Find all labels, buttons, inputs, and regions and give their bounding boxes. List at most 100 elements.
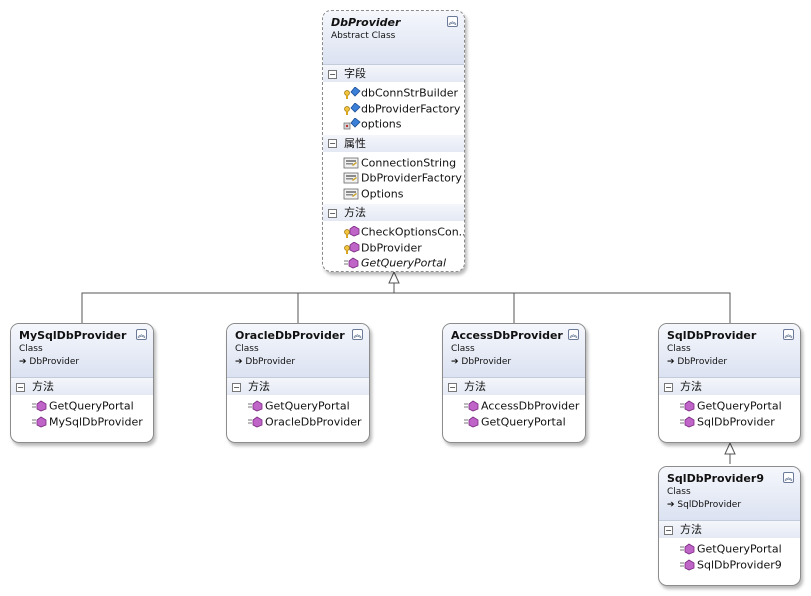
section-header[interactable]: −方法 [659, 521, 800, 538]
inheritance-arrowhead-sql9 [724, 441, 736, 455]
collapse-chevron-icon[interactable]: ︽ [447, 16, 458, 27]
field-lock-icon [343, 101, 361, 115]
field-protected-icon [343, 117, 361, 130]
section-collapse-icon[interactable]: − [16, 382, 25, 392]
member-name: GetQueryPortal [265, 399, 350, 413]
member-item[interactable]: DbProvider [323, 240, 464, 256]
section-header[interactable]: −方法 [11, 378, 153, 395]
class-kind: Class [667, 344, 691, 354]
member-item[interactable]: GetQueryPortal [227, 398, 369, 414]
member-item[interactable]: MySqlDbProvider [11, 414, 153, 430]
member-item[interactable]: ConnectionString [323, 155, 464, 171]
section-header[interactable]: −方法 [443, 378, 585, 395]
member-name: GetQueryPortal [697, 542, 782, 556]
section-collapse-icon[interactable]: − [232, 382, 241, 392]
member-item[interactable]: GetQueryPortal [11, 398, 153, 414]
class-kind: Class [451, 344, 475, 354]
method-abstract-icon [343, 257, 361, 269]
base-class: ➔ DbProvider [667, 357, 792, 367]
method-icon [679, 400, 697, 412]
member-name: MySqlDbProvider [49, 414, 143, 428]
member-name: CheckOptionsCon... [361, 225, 465, 239]
member-name: AccessDbProvider [481, 399, 580, 413]
member-name: ConnectionString [361, 155, 457, 169]
inherits-arrow-icon: ➔ [235, 357, 246, 367]
collapse-chevron-icon[interactable]: ︽ [568, 329, 579, 340]
collapse-chevron-icon[interactable]: ︽ [783, 329, 794, 340]
member-item[interactable]: DbProviderFactory [323, 170, 464, 186]
inherits-arrow-icon: ➔ [451, 357, 462, 367]
collapse-chevron-icon[interactable]: ︽ [136, 329, 147, 340]
member-item[interactable]: CheckOptionsCon... [323, 224, 464, 240]
section-header[interactable]: −字段 [323, 65, 464, 82]
section-collapse-icon[interactable]: − [664, 382, 673, 392]
method-icon [31, 416, 49, 428]
member-item[interactable]: GetQueryPortal [659, 541, 800, 557]
member-item[interactable]: Options [323, 186, 464, 202]
member-item[interactable]: dbProviderFactory [323, 101, 464, 117]
section-title: 属性 [344, 136, 366, 150]
member-item[interactable]: options [323, 116, 464, 132]
section-title: 方法 [680, 523, 702, 536]
member-name: SqlDbProvider [697, 414, 775, 428]
section-title: 方法 [344, 206, 366, 219]
class-name: OracleDbProvider [235, 329, 345, 342]
section-collapse-icon[interactable]: − [328, 139, 337, 148]
property-icon [343, 157, 361, 169]
base-class-name: DbProvider [29, 357, 80, 367]
base-class-name: DbProvider [461, 357, 512, 367]
base-class-name: DbProvider [677, 357, 728, 367]
class-sqldbprovider[interactable]: SqlDbProvider Class ➔ DbProvider ︽ −方法 GetQue… [658, 323, 801, 443]
base-class: ➔ SqlDbProvider [667, 500, 792, 510]
section-collapse-icon[interactable]: − [328, 208, 337, 218]
member-item[interactable]: GetQueryPortal [659, 398, 800, 414]
field-lock-icon [343, 86, 361, 99]
section-header[interactable]: −属性 [323, 134, 464, 152]
class-name: MySqlDbProvider [19, 329, 127, 342]
member-name: Options [361, 186, 404, 200]
property-icon [343, 188, 361, 200]
member-item[interactable]: dbConnStrBuilder [323, 85, 464, 101]
inherits-arrow-icon: ➔ [667, 357, 678, 367]
section-title: 方法 [680, 380, 702, 393]
member-item[interactable]: GetQueryPortal [443, 414, 585, 430]
member-item[interactable]: SqlDbProvider [659, 414, 800, 430]
class-name: AccessDbProvider [451, 329, 563, 342]
section-collapse-icon[interactable]: − [328, 69, 337, 79]
section-title: 方法 [464, 380, 486, 393]
member-item[interactable]: OracleDbProvider [227, 414, 369, 430]
class-kind: Abstract Class [331, 31, 396, 41]
section-collapse-icon[interactable]: − [448, 382, 457, 392]
member-item[interactable]: SqlDbProvider9 [659, 557, 800, 573]
member-item[interactable]: GetQueryPortal [323, 255, 464, 271]
base-class-name: SqlDbProvider [677, 500, 742, 510]
section-header[interactable]: −方法 [659, 378, 800, 395]
member-name: GetQueryPortal [49, 399, 134, 413]
section-collapse-icon[interactable]: − [664, 525, 673, 535]
section-header[interactable]: −方法 [323, 204, 464, 221]
class-kind: Class [667, 487, 691, 497]
collapse-chevron-icon[interactable]: ︽ [352, 329, 363, 340]
member-item[interactable]: AccessDbProvider [443, 398, 585, 414]
section-header[interactable]: −方法 [227, 378, 369, 395]
method-icon [247, 400, 265, 412]
collapse-chevron-icon[interactable]: ︽ [783, 472, 794, 483]
